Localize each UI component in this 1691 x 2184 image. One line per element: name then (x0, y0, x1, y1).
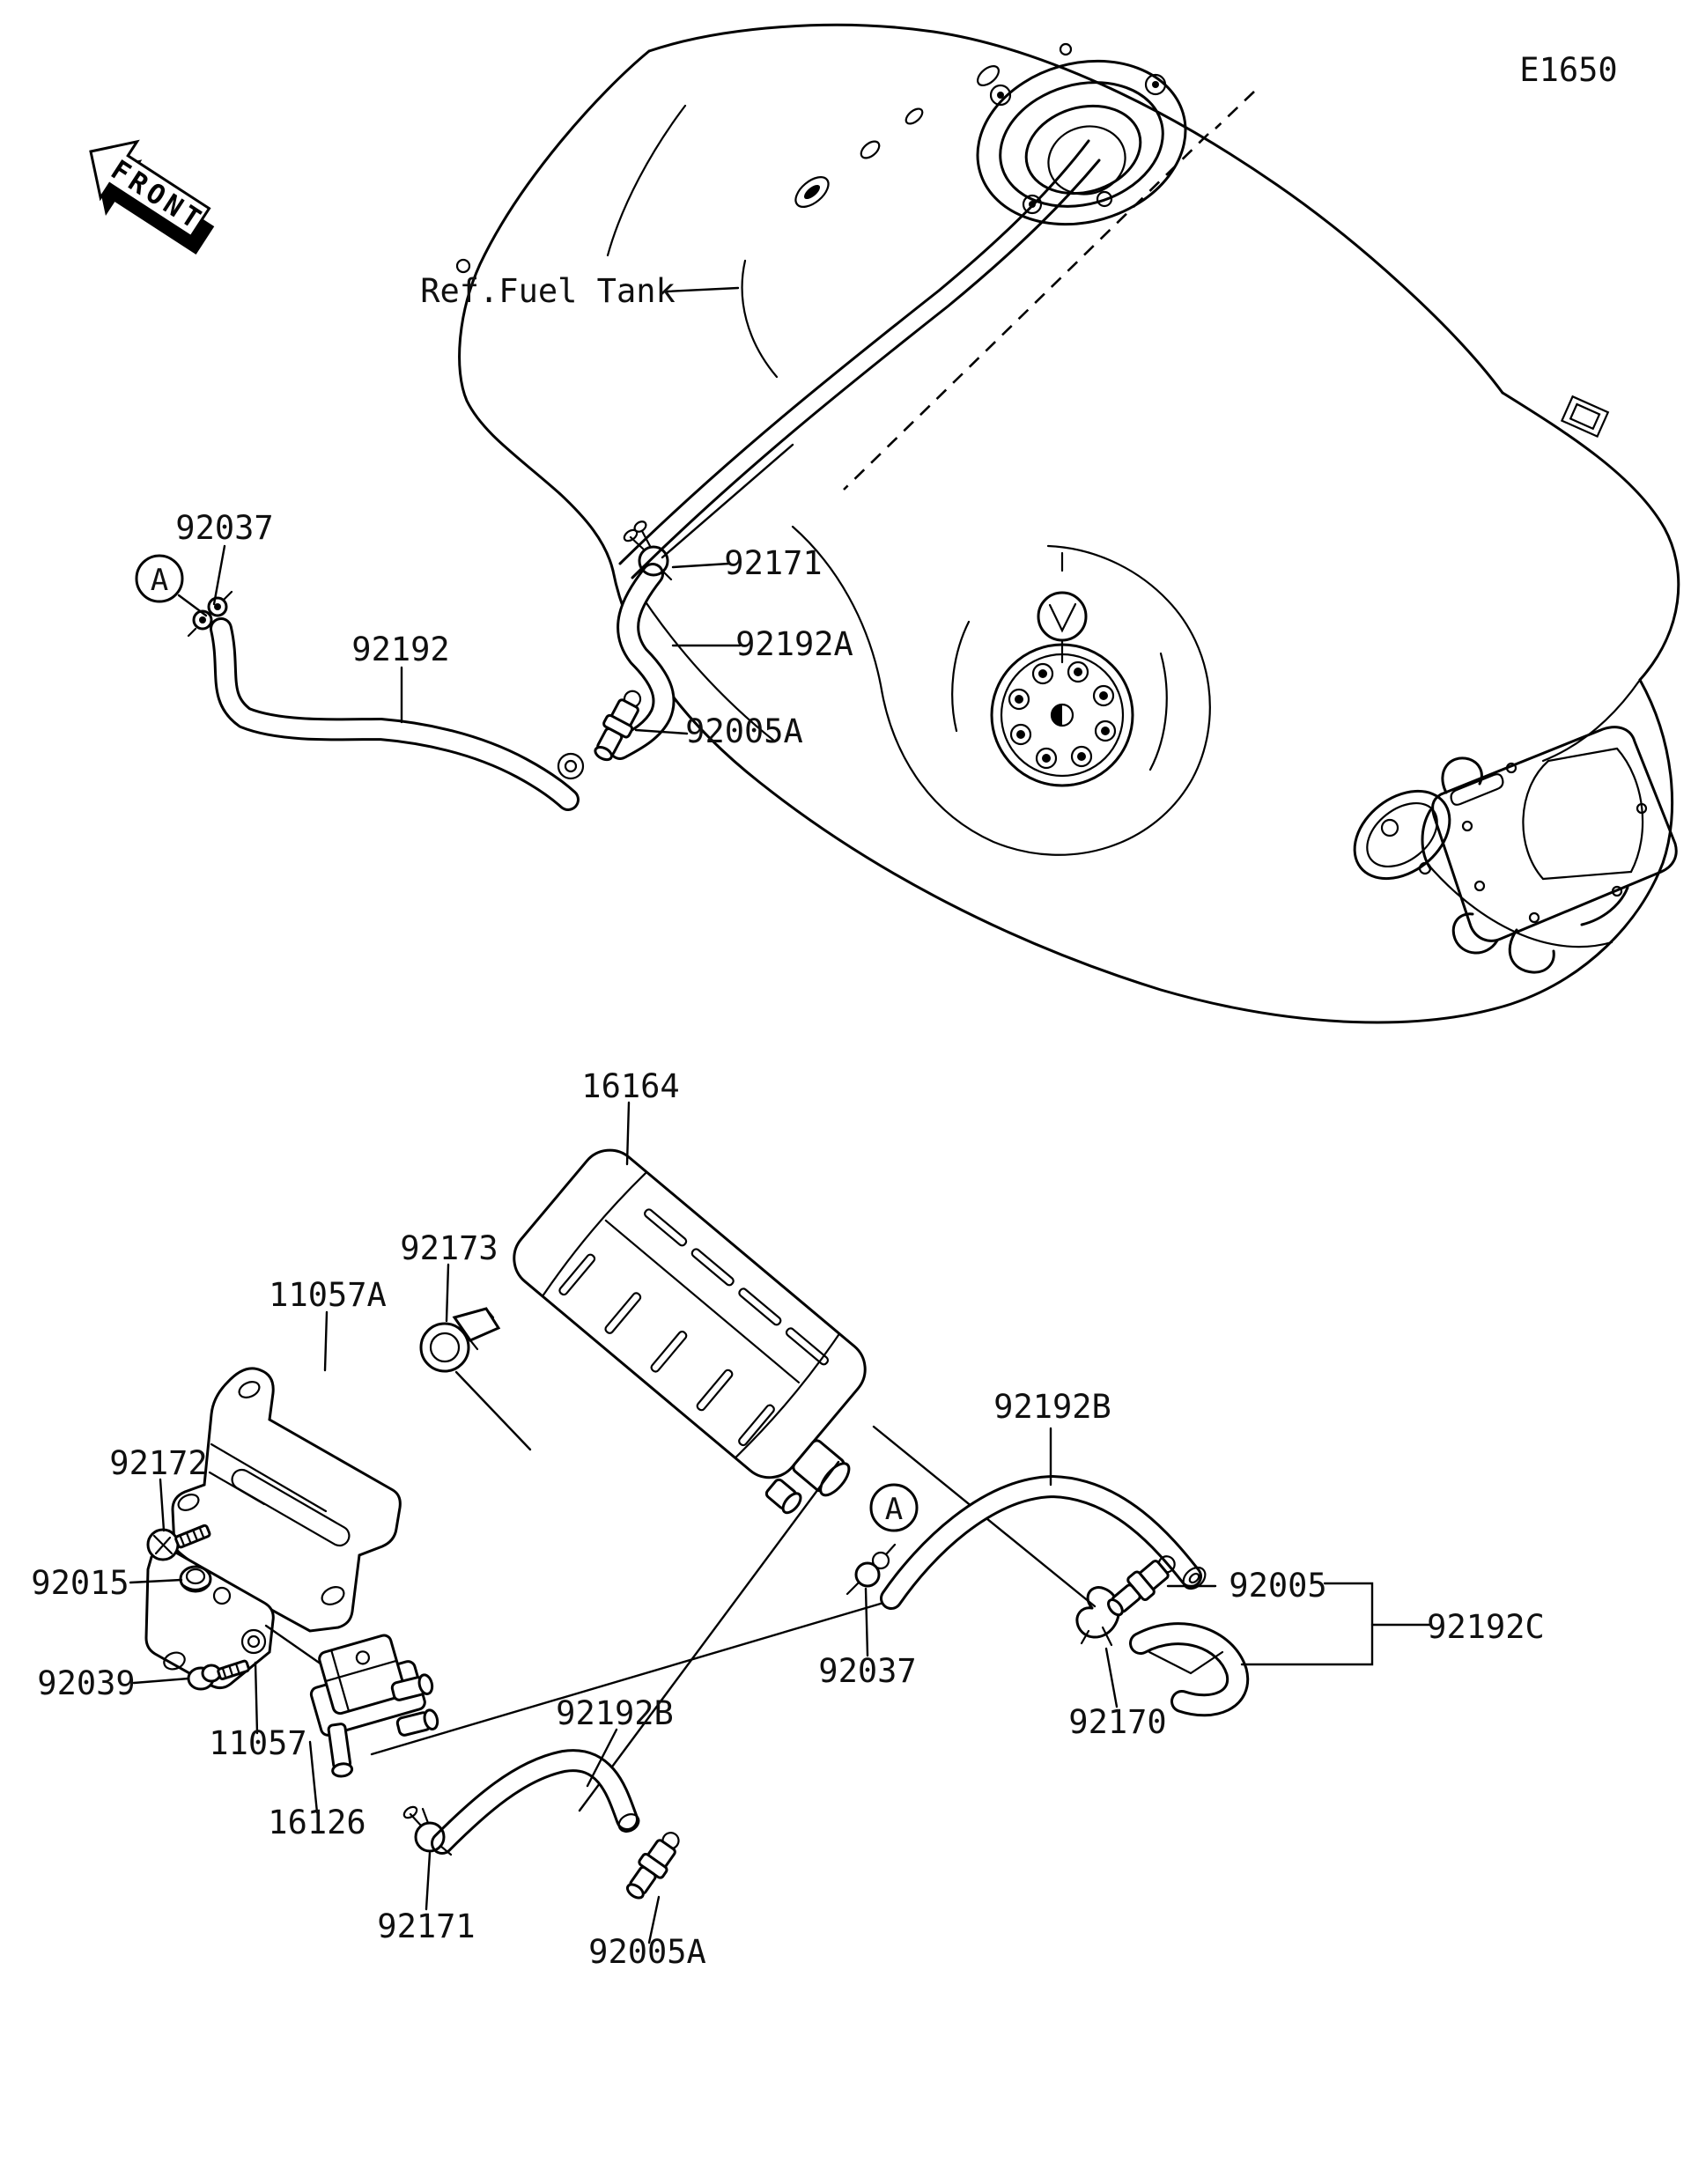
pump-plate-bolts (1008, 660, 1117, 770)
label-11057a: 11057A (269, 1276, 387, 1314)
detail-marker-a-top: A (135, 554, 184, 603)
label-92192a: 92192A (735, 625, 853, 663)
detail-marker-a-mid: A (869, 1483, 919, 1532)
label-16126: 16126 (268, 1804, 366, 1841)
leader-92173 (445, 1263, 450, 1323)
connection-lines (370, 1425, 1097, 1812)
leader-11057 (254, 1661, 259, 1735)
label-92192: 92192 (351, 631, 449, 668)
label-92192b-upper: 92192B (993, 1388, 1111, 1426)
fuel-filler-neck (976, 42, 1187, 226)
leader-16164 (625, 1101, 631, 1166)
label-92171-top: 92171 (724, 544, 822, 582)
nut-92015 (179, 1565, 212, 1593)
hose-92192b-lower (431, 1749, 640, 1855)
hose-92192 (210, 617, 585, 811)
fuel-tank-outline (455, 23, 1680, 1024)
bracket-11057a (171, 1367, 402, 1633)
valve-16126 (264, 1624, 439, 1778)
label-92037-mid: 92037 (818, 1652, 916, 1690)
fitting-92005a-bottom (625, 1832, 680, 1900)
connector-92173-canister (454, 1370, 532, 1451)
clamp-92173 (419, 1307, 501, 1373)
label-92192c: 92192C (1427, 1608, 1545, 1646)
hose-92192c (1129, 1622, 1250, 1717)
leader-92037-mid (864, 1587, 869, 1657)
hose-92192a (609, 563, 676, 760)
tank-dashed-routing-line (843, 91, 1255, 491)
page-code: E1650 (1519, 51, 1617, 89)
top-leader-lines (177, 286, 794, 735)
tank-mount-bracket (1353, 678, 1678, 974)
label-92015: 92015 (31, 1564, 129, 1602)
label-92170: 92170 (1068, 1703, 1166, 1741)
label-92173: 92173 (400, 1229, 498, 1267)
leader-11057a (323, 1310, 329, 1372)
label-92171-bottom: 92171 (377, 1907, 475, 1945)
canister-16164 (513, 1148, 867, 1515)
leader-16126 (308, 1740, 319, 1814)
canister-slots-side (558, 1253, 775, 1447)
clamp-92037-top (187, 590, 233, 638)
leader-92172 (159, 1478, 166, 1532)
label-ref-fuel-tank: Ref.Fuel Tank (420, 272, 676, 310)
label-11057: 11057 (209, 1724, 306, 1762)
clamp-92037-mid (846, 1543, 897, 1596)
canister-ports (764, 1439, 851, 1515)
leader-92170 (1104, 1647, 1119, 1708)
tank-flange-bolt-holes (794, 65, 1000, 208)
fuel-pump-plate (791, 525, 1211, 856)
fitting-92005a-top (594, 690, 642, 762)
front-direction-arrow: FRONT (89, 139, 215, 255)
leader-92039 (132, 1677, 190, 1685)
leader-92005a-bottom (647, 1895, 661, 1944)
tank-edge-clip (1560, 395, 1610, 439)
label-92005a-top: 92005A (685, 712, 803, 750)
label-92172: 92172 (109, 1444, 207, 1482)
label-92005a-bottom: 92005A (588, 1933, 706, 1971)
leader-92171-bottom (425, 1851, 432, 1911)
label-16164: 16164 (581, 1067, 679, 1105)
canister-slots-top (644, 1208, 830, 1366)
screw-92172 (146, 1524, 211, 1561)
label-92037-top: 92037 (175, 509, 273, 547)
clip-92170 (1075, 1586, 1120, 1647)
leader-92015 (129, 1578, 183, 1584)
label-92039: 92039 (37, 1664, 135, 1702)
label-92005: 92005 (1229, 1567, 1326, 1605)
detail-marker-a-mid-label: A (885, 1492, 903, 1527)
leader-bracket-92005-92192c (1166, 1582, 1432, 1666)
clamp-92171-top (623, 520, 673, 581)
leader-92192b-lower (586, 1728, 618, 1788)
label-92192b-lower: 92192B (556, 1694, 674, 1732)
detail-marker-a-top-label: A (151, 563, 168, 598)
clamp-92171-bottom (402, 1805, 453, 1856)
bolt-92039 (187, 1659, 250, 1691)
fitting-92005 (1107, 1555, 1176, 1617)
